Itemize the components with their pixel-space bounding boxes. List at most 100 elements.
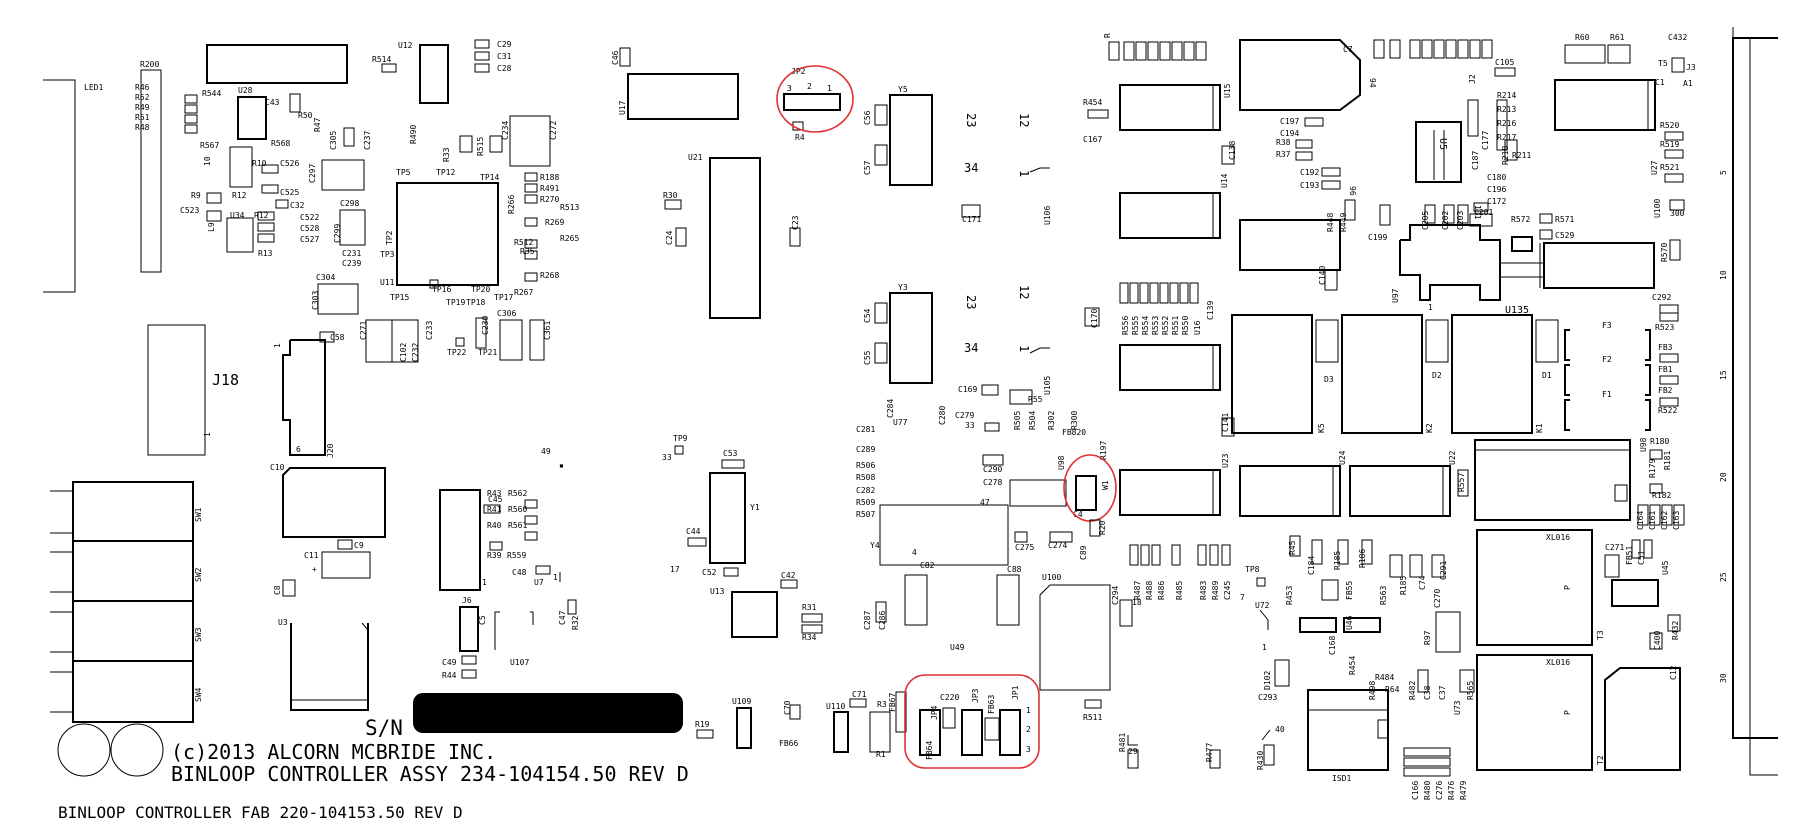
svg-text:C24: C24 <box>665 230 674 245</box>
copyright-text: (c)2013 ALCORN MCBRIDE INC. <box>171 740 496 764</box>
svg-text:C29: C29 <box>497 40 512 49</box>
svg-text:U11: U11 <box>380 278 395 287</box>
svg-text:C37: C37 <box>1438 685 1447 700</box>
svg-text:C45: C45 <box>488 495 503 504</box>
svg-text:+: + <box>312 565 317 574</box>
u14-label: U14 <box>1220 173 1229 188</box>
svg-text:C290: C290 <box>983 465 1002 474</box>
svg-text:C304: C304 <box>316 273 335 282</box>
svg-text:C52: C52 <box>702 568 717 577</box>
svg-text:C4: C4 <box>1073 510 1083 519</box>
f2-label: F2 <box>1602 355 1612 364</box>
svg-text:R39: R39 <box>487 551 502 560</box>
svg-text:1: 1 <box>1017 170 1031 177</box>
xl016-module-lower <box>1476 654 1593 771</box>
svg-text:R482: R482 <box>1408 681 1417 700</box>
svg-text:C10: C10 <box>270 463 285 472</box>
u107-label: U107 <box>510 658 529 667</box>
xl016-upper-label: XL016 <box>1546 533 1570 542</box>
svg-text:C139: C139 <box>1206 301 1215 320</box>
svg-text:TP21: TP21 <box>478 348 497 357</box>
j18-label: J18 <box>212 371 239 389</box>
svg-text:R430: R430 <box>1256 751 1265 770</box>
svg-text:1: 1 <box>1026 706 1031 715</box>
svg-text:1: 1 <box>203 432 212 437</box>
svg-text:C293: C293 <box>1258 693 1277 702</box>
d1-label: D1 <box>1542 371 1552 380</box>
svg-text:29: 29 <box>1128 747 1138 756</box>
svg-text:TP3: TP3 <box>380 250 395 259</box>
svg-text:C278: C278 <box>983 478 1002 487</box>
svg-text:J3: J3 <box>1686 63 1696 72</box>
top-header <box>206 44 348 84</box>
svg-text:23: 23 <box>964 113 978 127</box>
svg-text:R97: R97 <box>1423 630 1432 645</box>
svg-text:R483: R483 <box>1199 581 1208 600</box>
svg-text:R181: R181 <box>1663 451 1672 470</box>
svg-text:C281: C281 <box>856 425 875 434</box>
cap-cluster-c526: 10 R10 C526 C525 R12 R9 C523 <box>180 146 299 222</box>
u13-label: U13 <box>710 587 725 596</box>
svg-text:C88: C88 <box>1007 565 1022 574</box>
svg-text:C234: C234 <box>501 121 510 140</box>
svg-text:C140: C140 <box>1318 266 1327 285</box>
svg-text:C168: C168 <box>1328 636 1337 655</box>
svg-text:49: 49 <box>541 447 551 456</box>
svg-text:TP14: TP14 <box>480 173 499 182</box>
u-ic-upper-right <box>1554 79 1656 131</box>
sw2-label: SW2 <box>194 567 203 582</box>
svg-text:FB51: FB51 <box>1625 546 1634 565</box>
svg-text:C525: C525 <box>280 188 299 197</box>
svg-text:R509: R509 <box>856 498 875 507</box>
resistor-row-far-right <box>1373 39 1493 59</box>
svg-text:C5: C5 <box>478 615 487 625</box>
svg-text:R40: R40 <box>487 521 502 530</box>
svg-text:34: 34 <box>964 341 978 355</box>
svg-text:R182: R182 <box>1652 491 1671 500</box>
svg-text:18: 18 <box>1132 598 1142 607</box>
svg-text:C220: C220 <box>940 693 959 702</box>
y4-crystal-block <box>879 504 1009 566</box>
svg-text:C46: C46 <box>611 50 620 65</box>
svg-text:C164: C164 <box>1636 511 1645 530</box>
u12-label: U12 <box>398 41 413 50</box>
svg-text:C11: C11 <box>304 551 319 560</box>
u13-ic <box>731 591 778 638</box>
svg-text:TP22: TP22 <box>447 348 466 357</box>
y3-crystal <box>889 292 933 384</box>
svg-text:U34: U34 <box>230 211 245 220</box>
svg-text:C180: C180 <box>1487 173 1506 182</box>
u3-ic <box>290 623 369 711</box>
svg-text:1: 1 <box>1428 303 1433 312</box>
u24-label: U24 <box>1338 450 1347 465</box>
resistor-cluster-left: R46 R52 R49 R51 R48 R544 R567 <box>135 83 221 150</box>
svg-text:R47: R47 <box>313 117 322 132</box>
svg-text:C196: C196 <box>1487 185 1506 194</box>
u98-ic <box>1474 439 1631 521</box>
svg-text:C239: C239 <box>342 259 361 268</box>
svg-text:12: 12 <box>1017 285 1031 299</box>
u27-label: U27 <box>1650 160 1659 175</box>
svg-text:15: 15 <box>1719 370 1728 380</box>
svg-text:3: 3 <box>787 84 792 93</box>
svg-text:R481: R481 <box>1118 733 1127 752</box>
svg-text:7: 7 <box>1240 593 1245 602</box>
y4-label: Y4 <box>870 541 880 550</box>
svg-text:C166: C166 <box>1411 781 1420 800</box>
svg-text:R266: R266 <box>507 195 516 214</box>
svg-text:R523: R523 <box>1655 323 1674 332</box>
u135-ic <box>1543 242 1655 289</box>
svg-text:C169: C169 <box>958 385 977 394</box>
svg-text:R544: R544 <box>202 89 221 98</box>
dip-switch-bank: SW1 SW2 SW3 SW4 <box>50 481 203 723</box>
svg-text:R1: R1 <box>876 750 886 759</box>
svg-text:TP20: TP20 <box>471 285 490 294</box>
svg-text:U72: U72 <box>1255 601 1270 610</box>
led1-connector: LED1 <box>43 79 103 293</box>
svg-text:FB1: FB1 <box>1658 365 1673 374</box>
c10-capacitor <box>282 467 386 538</box>
u45-label: U45 <box>1661 560 1670 575</box>
svg-text:C42: C42 <box>781 571 796 580</box>
svg-text:P: P <box>1563 710 1572 715</box>
svg-text:R504: R504 <box>1028 411 1037 430</box>
